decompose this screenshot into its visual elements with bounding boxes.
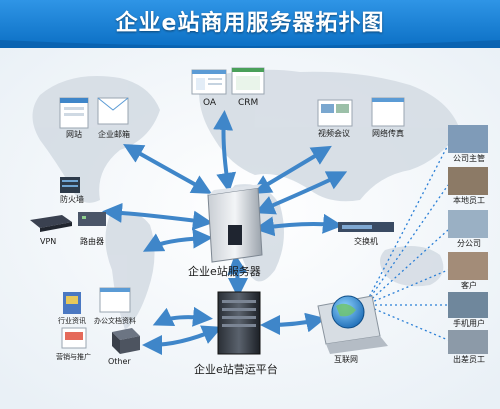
label-travel-staff: 出差员工 [453,355,485,364]
oa-screenshot [191,69,227,95]
label-industry-info: 行业资讯 [58,317,86,325]
label-network-fax: 网络传真 [372,129,404,138]
video-conference-screenshot [317,99,353,127]
label-local-staff: 本地员工 [453,196,485,205]
switch-device [338,222,394,232]
internet-laptop [317,295,388,354]
label-oa: OA [203,98,217,108]
mobile-user-photo [448,292,488,318]
arrow-other [142,325,223,355]
label-router: 路由器 [80,237,104,246]
vpn-device [30,215,72,232]
network-fax-screenshot [371,97,405,127]
local-staff-photo [448,167,488,195]
label-server: 企业e站服务器 [188,265,261,278]
other-icon [112,328,140,354]
title-banner [0,0,500,48]
ops-platform-tower [217,291,261,355]
website-screenshot [59,97,89,129]
label-customer: 客户 [461,281,477,290]
arrow-office-resources [152,306,213,327]
firewall-device [60,177,80,193]
connection-arrows [102,110,348,355]
email-screenshot [97,97,129,125]
internet-links [364,144,449,341]
label-email: 企业邮箱 [98,130,130,139]
label-firewall: 防火墙 [60,195,84,204]
customer-photo [448,252,488,280]
diagram-canvas [0,48,500,409]
diagram-title: 企业e站商用服务器拓扑图 [115,11,385,36]
arrow-server-to-platform [227,254,248,298]
branch-photo [448,210,488,238]
label-video-conference: 视频会议 [318,129,350,138]
label-internet: 互联网 [334,355,358,364]
label-branch: 分公司 [457,239,481,248]
arrow-switch [254,213,343,237]
label-ops-platform: 企业e站营运平台 [194,363,278,376]
label-switch: 交换机 [354,237,378,246]
office-docs-icon [99,287,131,313]
arrow-website-email [123,144,212,194]
label-vpn: VPN [40,237,57,246]
label-office-docs: 办公文档资料 [94,317,136,325]
arrow-router [102,202,213,231]
company-head-photo [448,125,488,153]
arrow-firewall [142,228,213,252]
marketing-icon [61,327,87,349]
arrow-network-fax [254,171,348,215]
industry-info-icon [63,292,81,314]
label-other: Other [108,357,131,366]
label-mobile-user: 手机用户 [453,319,485,328]
endpoint-photos [448,125,488,354]
label-crm: CRM [238,98,259,108]
crm-screenshot [231,67,265,95]
label-company-head: 公司主管 [453,154,485,163]
arrow-oa-crm [213,110,237,193]
travel-staff-photo [448,330,488,354]
label-website: 网站 [66,130,82,139]
e-station-server [207,184,263,263]
label-marketing: 营销与推广 [56,353,91,361]
router-device [78,212,106,226]
arrow-internet [260,312,326,335]
